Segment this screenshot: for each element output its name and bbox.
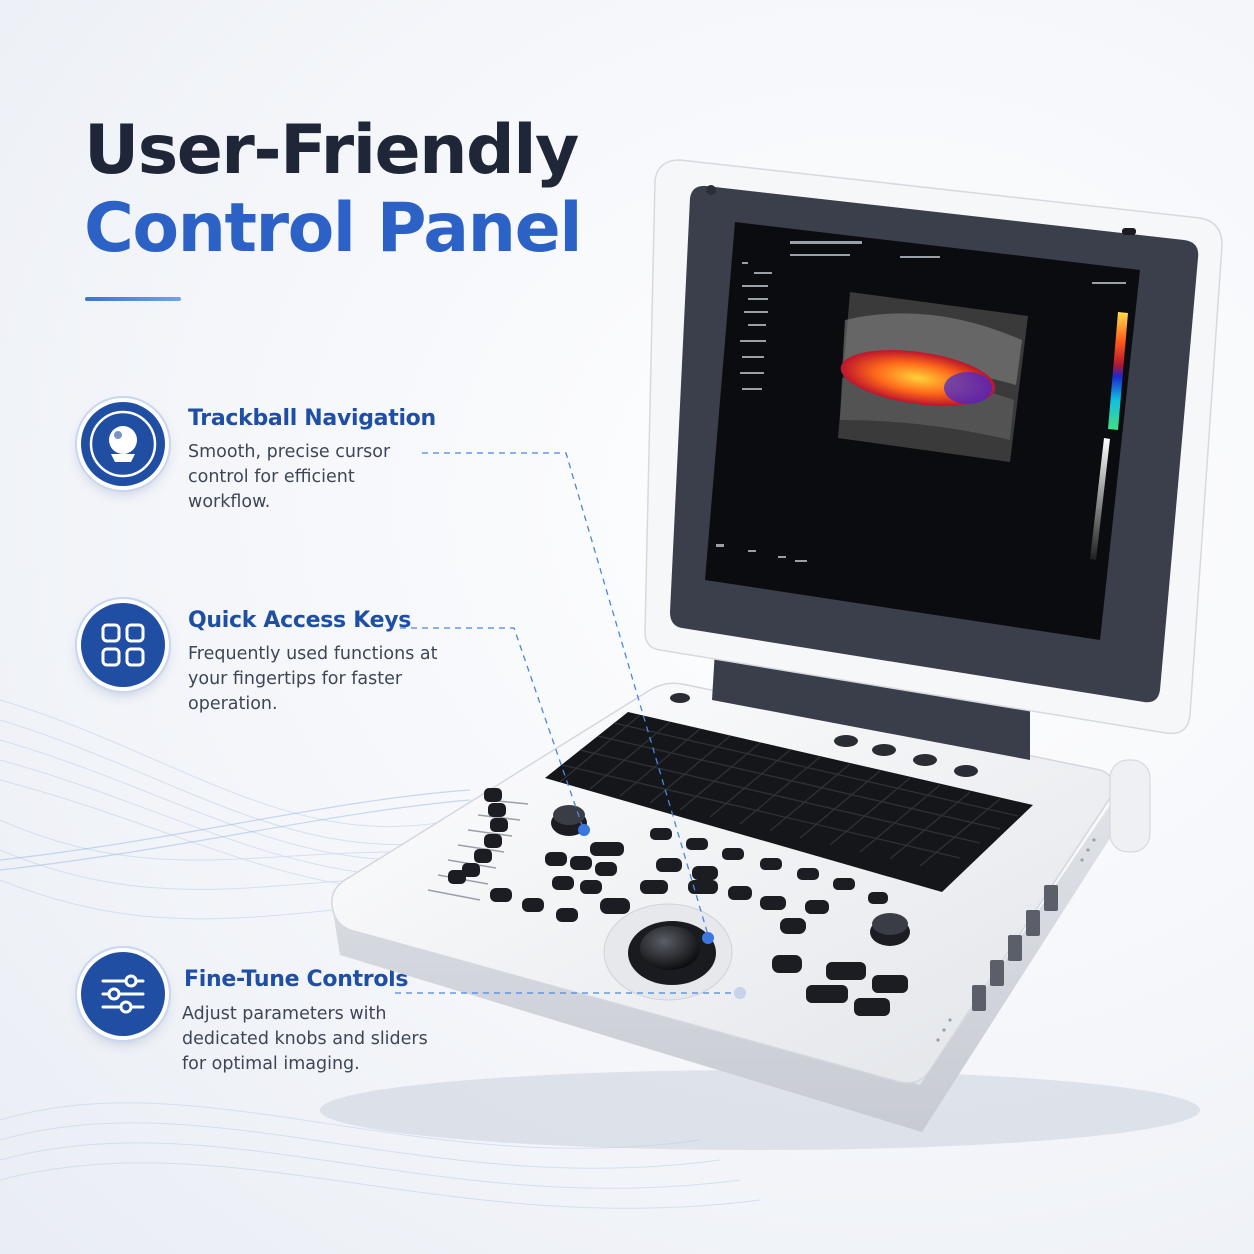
feature-title: Fine-Tune Controls: [184, 967, 409, 992]
feature-title: Trackball Navigation: [188, 406, 436, 431]
headline: User-Friendly Control Panel: [84, 111, 583, 268]
feature-description: Frequently used functions at your finger…: [188, 644, 438, 714]
grid-keys-icon: [81, 603, 165, 687]
feature-description: Smooth, precise cursor control for effic…: [188, 442, 391, 512]
headline-line-2: Control Panel: [84, 189, 583, 268]
headline-underline: [85, 297, 181, 301]
feature-title: Quick Access Keys: [188, 608, 412, 633]
trackball-icon: [81, 402, 165, 486]
feature-description: Adjust parameters with dedicated knobs a…: [182, 1004, 428, 1074]
sliders-icon: [81, 952, 165, 1036]
headline-line-1: User-Friendly: [84, 111, 579, 190]
